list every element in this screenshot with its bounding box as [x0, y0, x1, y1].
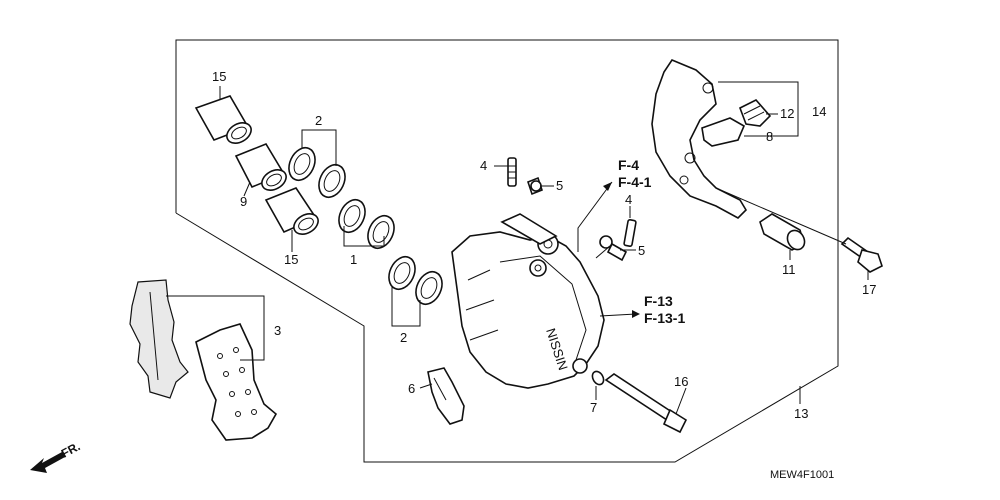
callout-4-lower: 4: [625, 192, 632, 207]
callout-11: 11: [782, 262, 796, 277]
arrow-f4: [603, 182, 612, 191]
ref-f4: F-4: [618, 157, 639, 173]
pad-retainer-8: [701, 117, 746, 147]
seal-pair-2-upper: [288, 146, 346, 199]
callout-12: 12: [780, 106, 794, 121]
callout-13: 13: [794, 406, 808, 421]
callout-2-upper: 2: [315, 113, 322, 128]
callout-17: 17: [862, 282, 876, 297]
callout-8: 8: [766, 129, 773, 144]
leader-bracket-to-bolt: [715, 187, 847, 245]
leader-6: [419, 383, 433, 389]
brake-pad-inner: [195, 323, 278, 441]
leader-12-14: [718, 81, 799, 137]
brake-pad-outer: [129, 279, 189, 399]
callout-3: 3: [274, 323, 281, 338]
callout-15-lower: 15: [284, 252, 298, 267]
leader-2a: [301, 129, 337, 166]
arrow-f13: [632, 310, 640, 318]
callout-5-upper: 5: [556, 178, 563, 193]
callout-5-lower: 5: [638, 243, 645, 258]
leader-f13: [599, 313, 637, 317]
bleed-valve-4-lower: [623, 219, 637, 247]
callout-9: 9: [240, 194, 247, 209]
pin-upper: [500, 213, 558, 245]
leader-2b: [391, 286, 421, 327]
boot-12: [738, 99, 772, 127]
assembly-boundary: [175, 39, 839, 463]
ref-f13: F-13: [644, 293, 673, 309]
ref-f4-1: F-4-1: [618, 174, 652, 190]
callout-16: 16: [674, 374, 688, 389]
ref-f13-1: F-13-1: [644, 310, 685, 326]
piston-15-upper: [194, 95, 252, 144]
callout-14: 14: [812, 104, 826, 119]
leader-caliper-f4: [595, 245, 611, 259]
pin-11: [759, 213, 806, 251]
leader-f4: [577, 181, 613, 252]
leader-3: [166, 295, 265, 361]
callout-7: 7: [590, 400, 597, 415]
caliper-bracket: [651, 59, 748, 219]
washer: [591, 370, 605, 386]
bleed-cap-5-upper: [527, 176, 543, 196]
pad-spring: [427, 367, 465, 425]
front-direction-arrow: FR.: [30, 439, 82, 473]
callout-15-upper: 15: [212, 69, 226, 84]
leader-1: [343, 226, 385, 247]
callout-6: 6: [408, 381, 415, 396]
piston-15-lower: [264, 187, 319, 235]
callout-1: 1: [350, 252, 357, 267]
diagram-code: MEW4F1001: [770, 469, 834, 481]
seal-pair-1: [338, 198, 395, 250]
callout-4-upper: 4: [480, 158, 487, 173]
callout-2-lower: 2: [400, 330, 407, 345]
leader-16: [675, 387, 687, 415]
piston-9: [234, 143, 287, 191]
caliper-body: NISSIN: [451, 231, 605, 389]
seal-pair-2-lower: [388, 255, 443, 306]
bleed-cap-5-lower: [599, 235, 628, 262]
bleed-valve-4-upper: [507, 157, 517, 187]
pin-bolt: [604, 373, 688, 434]
bolt-17: [840, 236, 883, 273]
leader-9: [243, 181, 251, 197]
